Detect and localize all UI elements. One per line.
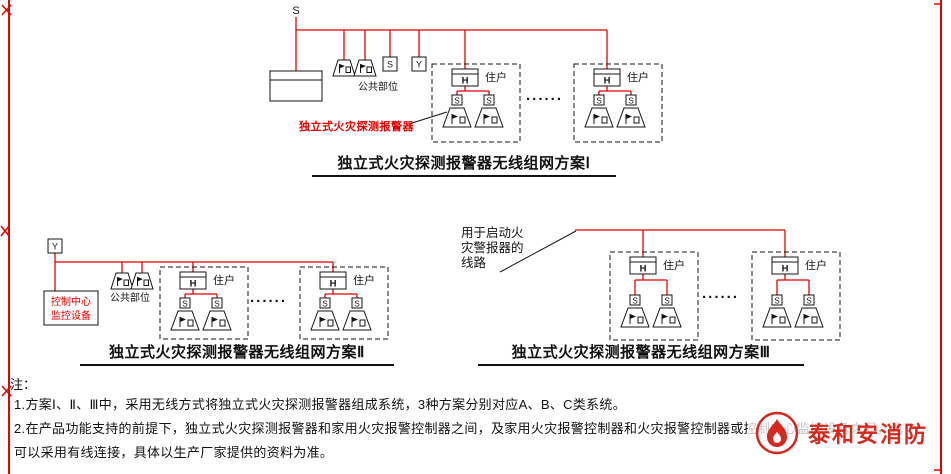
resident-unit-box: 住户 [751,251,841,341]
registration-mark [1,4,12,16]
resident-unit-box: 住户 [159,266,249,340]
standalone-detector-icon [474,94,504,128]
ellipsis-more-units: ...... [526,87,563,104]
resident-label: 住户 [353,273,375,287]
bus-signal-label: S [292,5,299,17]
scheme3-caption: 独立式火灾探测报警器无线组网方案Ⅲ [478,341,804,366]
note-line-2: 2.在产品功能支持的前提下，独立式火灾探测报警器和家用火灾报警控制器之间，及家用… [14,421,904,436]
scheme3-diagram: 住户 ...... 住户 [499,229,841,341]
resident-label: 住户 [627,70,649,84]
resident-unit-box: 住户 [609,251,699,341]
ellipsis-more-units: ...... [250,289,287,306]
home-controller-icon [319,271,347,290]
control-center-label-line2: 监控设备 [51,309,91,322]
control-panel-box [269,70,323,102]
scheme2-wiring [54,253,358,298]
company-stamp: 泰和安消防 [748,408,935,458]
standalone-detector-icon [616,94,646,128]
public-area-detector-icon [130,272,154,290]
note-line-3: 可以采用有线连接，具体以生产厂家提供的资料为准。 [14,445,334,460]
resident-unit-box: 住户 [299,266,389,340]
home-controller-icon [771,256,799,275]
public-area-detector-icon [110,272,134,290]
standalone-detector-icon [652,294,682,328]
scheme3-trigger-annotation: 用于启动火灾警报器的线路 [461,226,524,270]
public-area-detector-icon [353,59,377,77]
home-controller-icon [179,271,207,290]
annotation-pointer-line [408,111,448,125]
resident-label: 住户 [805,258,827,272]
scheme2-diagram: Y 控制中心 监控设备 公共部位 住户 ...... 住户 [43,238,389,340]
control-center-box: 控制中心 监控设备 [43,290,99,326]
scheme1-detector-annotation: 独立式火灾探测报警器 [299,121,414,133]
control-center-label-line1: 控制中心 [51,295,91,308]
standalone-detector-icon [202,297,232,331]
note-line-1: 1.方案Ⅰ、Ⅱ、Ⅲ中，采用无线方式将独立式火灾探测报警器组成系统，3种方案分别对… [14,397,626,412]
public-area-label: 公共部位 [110,291,150,304]
annotation-pointer-line [499,230,577,273]
registration-mark [0,225,10,237]
home-controller-icon [451,68,479,87]
scheme3-wiring [575,229,810,295]
ellipsis-more-units: ...... [702,285,739,302]
standalone-detector-icon [170,297,200,331]
resident-label: 住户 [485,70,507,84]
radio-module-y: Y [47,238,63,254]
standalone-detector-icon [762,294,792,328]
radio-module-y: Y [411,56,427,72]
notes-heading: 注： [10,377,37,392]
standalone-detector-icon [310,297,340,331]
radio-module-s-label: S [387,60,393,70]
stamp-text: 泰和安消防 [808,422,929,447]
flame-logo-icon [755,411,799,455]
home-controller-icon [593,68,621,87]
standalone-detector-icon [620,294,650,328]
resident-label: 住户 [213,273,235,287]
resident-label: 住户 [663,258,685,272]
scheme1-caption: 独立式火灾探测报警器无线组网方案Ⅰ [312,152,616,177]
public-area-detector-icon [332,59,356,77]
resident-unit-box: 住户 [573,63,663,143]
public-area-label: 公共部位 [358,80,398,93]
standalone-detector-icon [342,297,372,331]
scheme1-wiring [295,17,632,95]
resident-unit-box: 住户 [431,63,521,143]
standalone-detector-icon [794,294,824,328]
radio-module-y-label: Y [416,60,422,70]
standalone-detector-icon [442,94,472,128]
home-controller-icon [629,256,657,275]
scheme1-diagram: S [269,5,663,143]
radio-module-s: S [382,56,398,72]
radio-module-y-label: Y [52,242,58,252]
scheme2-caption: 独立式火灾探测报警器无线组网方案Ⅱ [80,341,394,366]
registration-mark [1,385,12,397]
standalone-detector-icon [584,94,614,128]
